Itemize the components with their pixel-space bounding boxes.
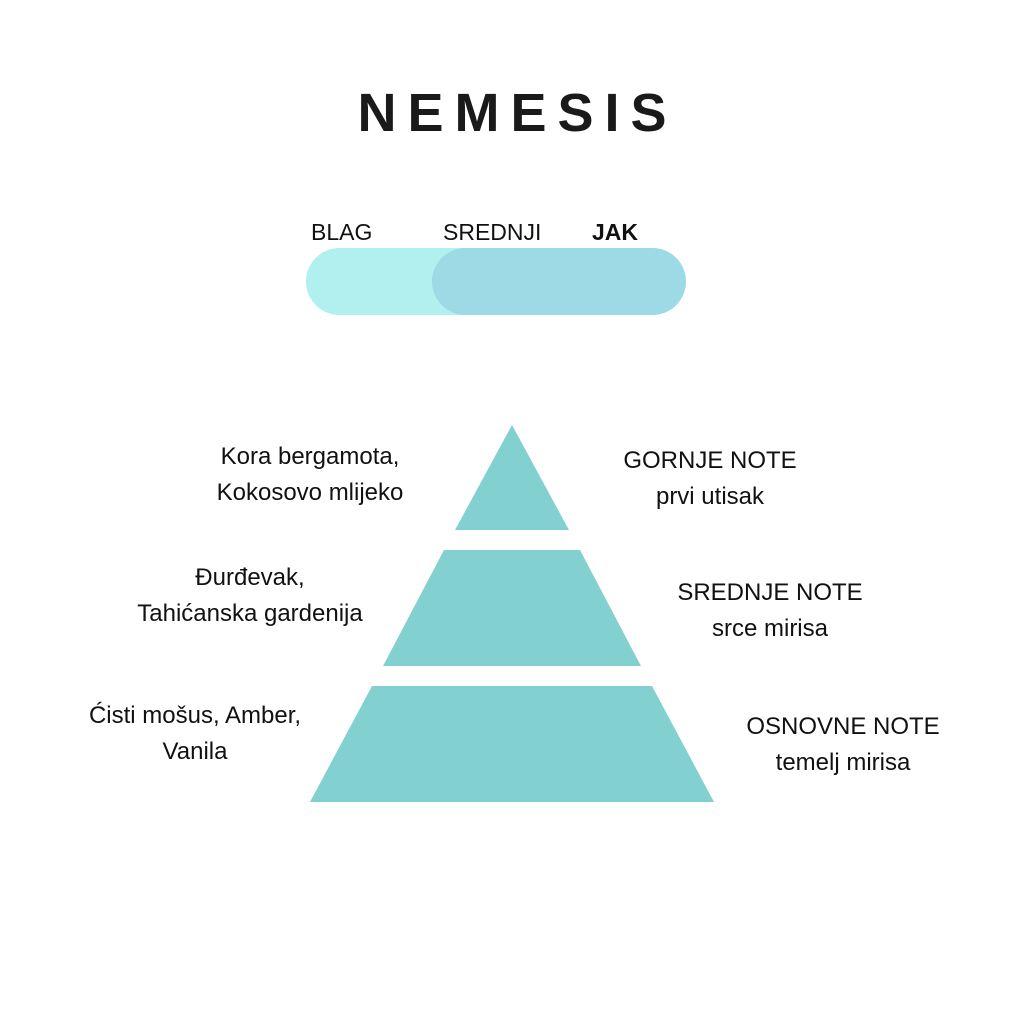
pyramid-tier-bottom	[310, 686, 714, 802]
middle-notes-ingredients: Đurđevak, Tahićanska gardenija	[110, 560, 390, 632]
strength-label-strong: JAK	[592, 219, 639, 245]
tier-name: SREDNJE NOTE	[677, 579, 863, 606]
tier-description: temelj mirisa	[775, 749, 911, 776]
tier-name: GORNJE NOTE	[623, 447, 797, 474]
strength-label-mild: BLAG	[311, 219, 373, 245]
tier-description: prvi utisak	[655, 483, 765, 510]
middle-notes-label: SREDNJE NOTE srce mirisa	[650, 575, 890, 647]
pyramid-tier-top	[455, 425, 569, 530]
strength-fill	[432, 248, 686, 315]
pyramid-tier-middle	[383, 550, 641, 666]
top-notes-ingredients: Kora bergamota, Kokosovo mlijeko	[180, 439, 440, 511]
tier-name: OSNOVNE NOTE	[746, 713, 940, 740]
top-notes-label: GORNJE NOTE prvi utisak	[595, 443, 825, 515]
ingredient-line: Kora bergamota,	[220, 443, 400, 470]
ingredient-line: Ćisti mošus, Amber,	[88, 702, 302, 729]
ingredient-line: Tahićanska gardenija	[137, 600, 363, 627]
ingredient-line: Đurđevak,	[195, 564, 305, 591]
base-notes-label: OSNOVNE NOTE temelj mirisa	[718, 709, 968, 781]
tier-description: srce mirisa	[711, 615, 828, 642]
product-title: NEMESIS	[357, 83, 678, 143]
ingredient-line: Vanila	[162, 738, 228, 765]
ingredient-line: Kokosovo mlijeko	[216, 479, 404, 506]
base-notes-ingredients: Ćisti mošus, Amber, Vanila	[50, 698, 340, 770]
strength-label-medium: SREDNJI	[443, 219, 542, 245]
